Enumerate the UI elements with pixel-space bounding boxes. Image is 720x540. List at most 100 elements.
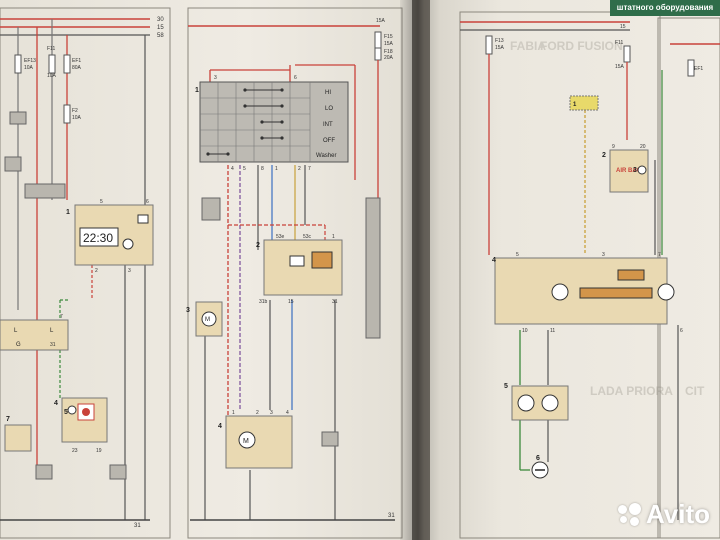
pin-label: 4 bbox=[286, 410, 289, 416]
background-word: LADA PRIORA bbox=[590, 384, 673, 398]
fuse-f11 bbox=[623, 45, 631, 63]
fuse-label: F11 bbox=[615, 40, 623, 46]
right-page-diagram: FABIA FORD FUSION LADA PRIORA CIT 15 F13… bbox=[459, 11, 720, 539]
transistor-icon bbox=[657, 283, 675, 301]
middle-diagram-frame bbox=[187, 7, 403, 539]
connector bbox=[201, 197, 221, 221]
component-number: 2 bbox=[256, 242, 260, 249]
left-page-diagrams: 30 15 58 31 EF13 10A F11 10A EF1 80A F2 … bbox=[0, 7, 403, 539]
fuse-rating: 10A bbox=[24, 65, 34, 71]
bus-label-15: 15 bbox=[157, 25, 164, 31]
pin-label: 10 bbox=[522, 328, 528, 334]
avito-logo-icon bbox=[617, 502, 642, 527]
component-number: 4 bbox=[54, 400, 58, 407]
module-chip bbox=[617, 269, 645, 281]
relay-coil-icon bbox=[289, 255, 305, 267]
connector bbox=[35, 464, 53, 480]
component-number: 5 bbox=[504, 383, 508, 390]
timer-icon bbox=[311, 251, 333, 269]
pin-label: 3 bbox=[128, 268, 131, 274]
fuse-ef13 bbox=[14, 54, 22, 74]
book-gutter-shadow bbox=[400, 0, 440, 540]
fuse-rating: 10A bbox=[47, 73, 57, 79]
component-number: 6 bbox=[536, 455, 540, 462]
motor-icon bbox=[201, 311, 217, 327]
section-header: штатного оборудования bbox=[610, 0, 720, 16]
switch-mode-hi: HI bbox=[325, 90, 331, 96]
pin-label: 2 bbox=[256, 410, 259, 416]
pin-label: 19 bbox=[96, 448, 102, 454]
pin-label: 5 bbox=[243, 166, 246, 172]
left-page: 30 15 58 31 EF13 10A F11 10A EF1 80A F2 … bbox=[0, 0, 412, 540]
switch-7 bbox=[4, 424, 32, 452]
pin-label: 3 bbox=[602, 252, 605, 258]
fuse-f15 bbox=[374, 31, 382, 51]
background-word: FORD FUSION bbox=[540, 39, 623, 53]
bus-label-30: 30 bbox=[157, 17, 164, 23]
fuse-label: F15 bbox=[384, 34, 393, 40]
switch-mode-off: OFF bbox=[323, 138, 335, 144]
fuse-f11 bbox=[48, 54, 56, 74]
pin-label: L bbox=[50, 328, 54, 334]
fuse-rating: 10A bbox=[72, 115, 82, 121]
background-word: CIT bbox=[685, 384, 705, 398]
component-number: 3 bbox=[186, 307, 190, 314]
relay-icon bbox=[137, 214, 149, 224]
pin-label: 6 bbox=[146, 199, 149, 205]
pin-label: 31 bbox=[332, 299, 338, 305]
unit-1 bbox=[569, 95, 599, 111]
pin-label: 4 bbox=[231, 166, 234, 172]
connector bbox=[24, 183, 66, 199]
lamp-icon bbox=[541, 394, 559, 412]
lamp-icon bbox=[517, 394, 535, 412]
bus-label: 15A bbox=[376, 18, 386, 24]
switch-mode-washer: Washer bbox=[316, 153, 336, 159]
motor-icon-letter: M bbox=[205, 317, 210, 323]
left-diagram-frame bbox=[0, 7, 171, 539]
pin-label: 7 bbox=[308, 166, 311, 172]
fuse-label: F2 bbox=[72, 108, 78, 114]
component-number: 3 bbox=[633, 167, 637, 174]
seatbelt-icon-figure bbox=[82, 408, 90, 416]
fuse-rating: 20A bbox=[384, 55, 394, 61]
pin-label: 9 bbox=[612, 144, 615, 150]
pin-label: 1 bbox=[332, 234, 335, 240]
transistor-icon bbox=[551, 283, 569, 301]
fuse-label: F18 bbox=[384, 49, 393, 55]
pin-label: 1 bbox=[275, 166, 278, 172]
connector bbox=[4, 156, 22, 172]
pin-label: 2 bbox=[95, 268, 98, 274]
pin-label: 3 bbox=[214, 75, 217, 81]
lamp-icon bbox=[637, 165, 647, 175]
pin-label: 31 bbox=[50, 342, 56, 348]
component-number: 4 bbox=[218, 423, 222, 430]
component-number: 2 bbox=[602, 152, 606, 159]
wiper-motor bbox=[225, 415, 293, 469]
fuse-rating: 80A bbox=[72, 65, 82, 71]
connector bbox=[321, 431, 339, 447]
switch-grid-lines bbox=[200, 82, 311, 162]
airbag-label: AIR BAG bbox=[616, 168, 642, 174]
pin-label: 8 bbox=[261, 166, 264, 172]
pin-label: 20 bbox=[640, 144, 646, 150]
pin-label: 31b bbox=[259, 299, 268, 305]
module-chip bbox=[579, 287, 653, 299]
bus-label-58: 58 bbox=[157, 33, 164, 39]
component-number: 4 bbox=[492, 257, 496, 264]
switch-mode-int: INT bbox=[323, 122, 333, 128]
avito-watermark: Avito bbox=[617, 499, 710, 530]
pin-label: 3 bbox=[270, 410, 273, 416]
component-number: 1 bbox=[195, 87, 199, 94]
pin-label: 15 bbox=[288, 299, 294, 305]
fuse-rating: 15A bbox=[615, 64, 625, 70]
connector bbox=[109, 464, 127, 480]
pin-label: 23 bbox=[72, 448, 78, 454]
pin-label: 1 bbox=[232, 410, 235, 416]
right-page: FABIA FORD FUSION LADA PRIORA CIT 15 F13… bbox=[430, 0, 720, 540]
connector-strip bbox=[365, 197, 381, 339]
warning-module bbox=[61, 397, 108, 443]
connector bbox=[9, 111, 27, 125]
motor-icon bbox=[238, 431, 256, 449]
pin-label: 11 bbox=[550, 328, 555, 334]
pin-label: 5 bbox=[516, 252, 519, 258]
